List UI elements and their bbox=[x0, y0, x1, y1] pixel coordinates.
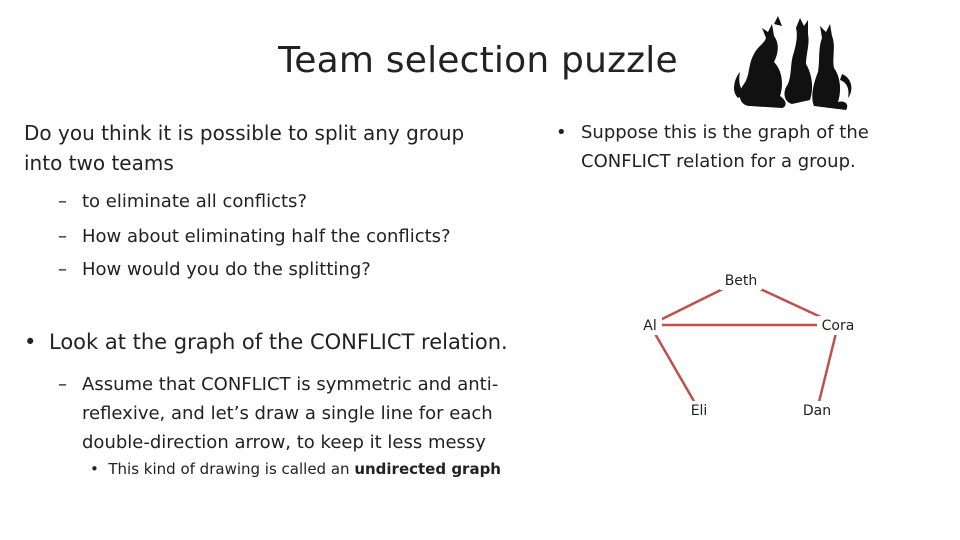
intro-line-1: Do you think it is possible to split any… bbox=[24, 121, 465, 145]
edge-al-eli bbox=[648, 324, 701, 411]
note-item: • This kind of drawing is called an undi… bbox=[90, 460, 501, 478]
node-label-cora: Cora bbox=[822, 318, 855, 334]
node-dan bbox=[800, 401, 834, 420]
dash-marker: – bbox=[58, 259, 67, 280]
graph-description-text: Suppose this is the graph of the CONFLIC… bbox=[581, 122, 869, 172]
note-text: This kind of drawing is called an bbox=[108, 460, 355, 478]
node-label-beth: Beth bbox=[725, 273, 758, 289]
look-bullet: • Look at the graph of the CONFLICT relat… bbox=[24, 330, 508, 354]
question-text: How would you do the splitting? bbox=[82, 259, 371, 280]
assume-item: – Assume that CONFLICT is symmetric and … bbox=[58, 370, 538, 457]
question-item: –How would you do the splitting? bbox=[58, 255, 371, 284]
node-al bbox=[638, 316, 662, 335]
intro-question: Do you think it is possible to split any… bbox=[24, 118, 544, 178]
node-cora bbox=[817, 316, 859, 335]
graph-description: • Suppose this is the graph of the CONFLI… bbox=[556, 118, 916, 176]
node-label-dan: Dan bbox=[803, 403, 831, 419]
note-emphasis: undirected graph bbox=[354, 460, 501, 478]
bullet-marker: • bbox=[24, 330, 37, 354]
question-text: to eliminate all conflicts? bbox=[82, 191, 307, 212]
assume-text: Assume that CONFLICT is symmetric and an… bbox=[82, 374, 499, 453]
dash-marker: – bbox=[58, 374, 67, 395]
node-label-eli: Eli bbox=[691, 403, 708, 419]
edge-cora-dan bbox=[815, 324, 840, 411]
bullet-marker: • bbox=[90, 460, 109, 478]
question-text: How about eliminating half the conflicts… bbox=[82, 226, 451, 247]
question-item: –to eliminate all conflicts? bbox=[58, 187, 307, 216]
node-beth bbox=[720, 271, 762, 290]
node-label-al: Al bbox=[643, 318, 656, 334]
cats-silhouette-icon bbox=[730, 14, 860, 118]
page-title: Team selection puzzle bbox=[278, 40, 678, 81]
dash-marker: – bbox=[58, 226, 67, 247]
question-item: –How about eliminating half the conflict… bbox=[58, 222, 451, 251]
bullet-marker: • bbox=[556, 122, 567, 143]
node-eli bbox=[682, 401, 716, 420]
dash-marker: – bbox=[58, 191, 67, 212]
intro-line-2: into two teams bbox=[24, 151, 174, 175]
look-bullet-text: Look at the graph of the CONFLICT relati… bbox=[49, 330, 508, 354]
